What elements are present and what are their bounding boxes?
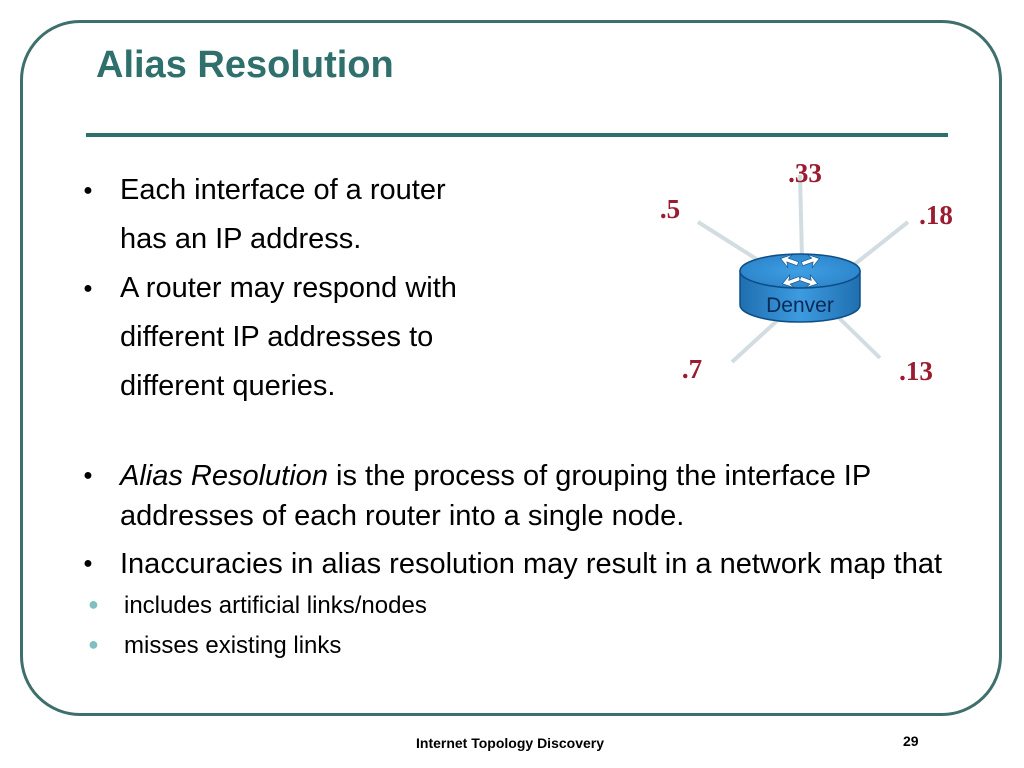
link-33 bbox=[798, 174, 804, 259]
page-number: 29 bbox=[903, 733, 919, 749]
top-bullet-list: ● Each interface of a router has an IP a… bbox=[80, 166, 457, 411]
router-label: Denver bbox=[766, 294, 834, 317]
sub-bullet-item: ● includes artificial links/nodes bbox=[80, 586, 980, 626]
link-7 bbox=[730, 316, 782, 364]
sub-bullet-text: misses existing links bbox=[124, 632, 342, 659]
bullet-line: A router may respond with bbox=[120, 272, 457, 304]
bullet-line: Each interface of a router bbox=[120, 174, 446, 206]
bullet-dot-icon: ● bbox=[83, 280, 93, 297]
interface-label: .18 bbox=[919, 200, 953, 230]
bullet-line: different queries. bbox=[120, 370, 336, 402]
bullet-item: ● Alias Resolution is the process of gro… bbox=[80, 456, 980, 536]
bullet-line: has an IP address. bbox=[120, 223, 362, 255]
sub-bullet-text: includes artificial links/nodes bbox=[124, 592, 427, 619]
bullet-item: ● A router may respond with different IP… bbox=[80, 264, 457, 411]
sub-bullet-dot-icon: ● bbox=[88, 634, 99, 654]
bullet-item: ● Each interface of a router has an IP a… bbox=[80, 166, 457, 264]
bullet-item: ● Inaccuracies in alias resolution may r… bbox=[80, 544, 980, 584]
link-13 bbox=[833, 312, 882, 360]
interface-label: .13 bbox=[899, 356, 933, 386]
bullet-dot-icon: ● bbox=[83, 182, 93, 199]
slide-frame bbox=[20, 20, 1002, 716]
bottom-bullet-list: ● Alias Resolution is the process of gro… bbox=[80, 456, 980, 666]
term-italic: Alias Resolution bbox=[120, 460, 328, 492]
bullet-text: Inaccuracies in alias resolution may res… bbox=[120, 548, 943, 580]
bullet-line: different IP addresses to bbox=[120, 321, 434, 353]
title-underline bbox=[86, 133, 948, 137]
link-18 bbox=[848, 220, 910, 270]
bullet-text: is the process of grouping the interface… bbox=[120, 460, 871, 532]
router-diagram: Denver .33 .5 .18 .7 .13 bbox=[660, 158, 953, 386]
footer-text: Internet Topology Discovery bbox=[416, 735, 604, 751]
interface-label: .5 bbox=[660, 194, 680, 224]
bullet-dot-icon: ● bbox=[83, 467, 93, 484]
link-5 bbox=[696, 220, 760, 262]
interface-label: .33 bbox=[788, 158, 822, 188]
bullet-dot-icon: ● bbox=[83, 555, 93, 572]
router-icon: Denver bbox=[739, 253, 861, 323]
sub-bullet-item: ● misses existing links bbox=[80, 626, 980, 666]
interface-label: .7 bbox=[682, 354, 702, 384]
sub-bullet-dot-icon: ● bbox=[88, 594, 99, 614]
slide-title: Alias Resolution bbox=[96, 44, 394, 86]
